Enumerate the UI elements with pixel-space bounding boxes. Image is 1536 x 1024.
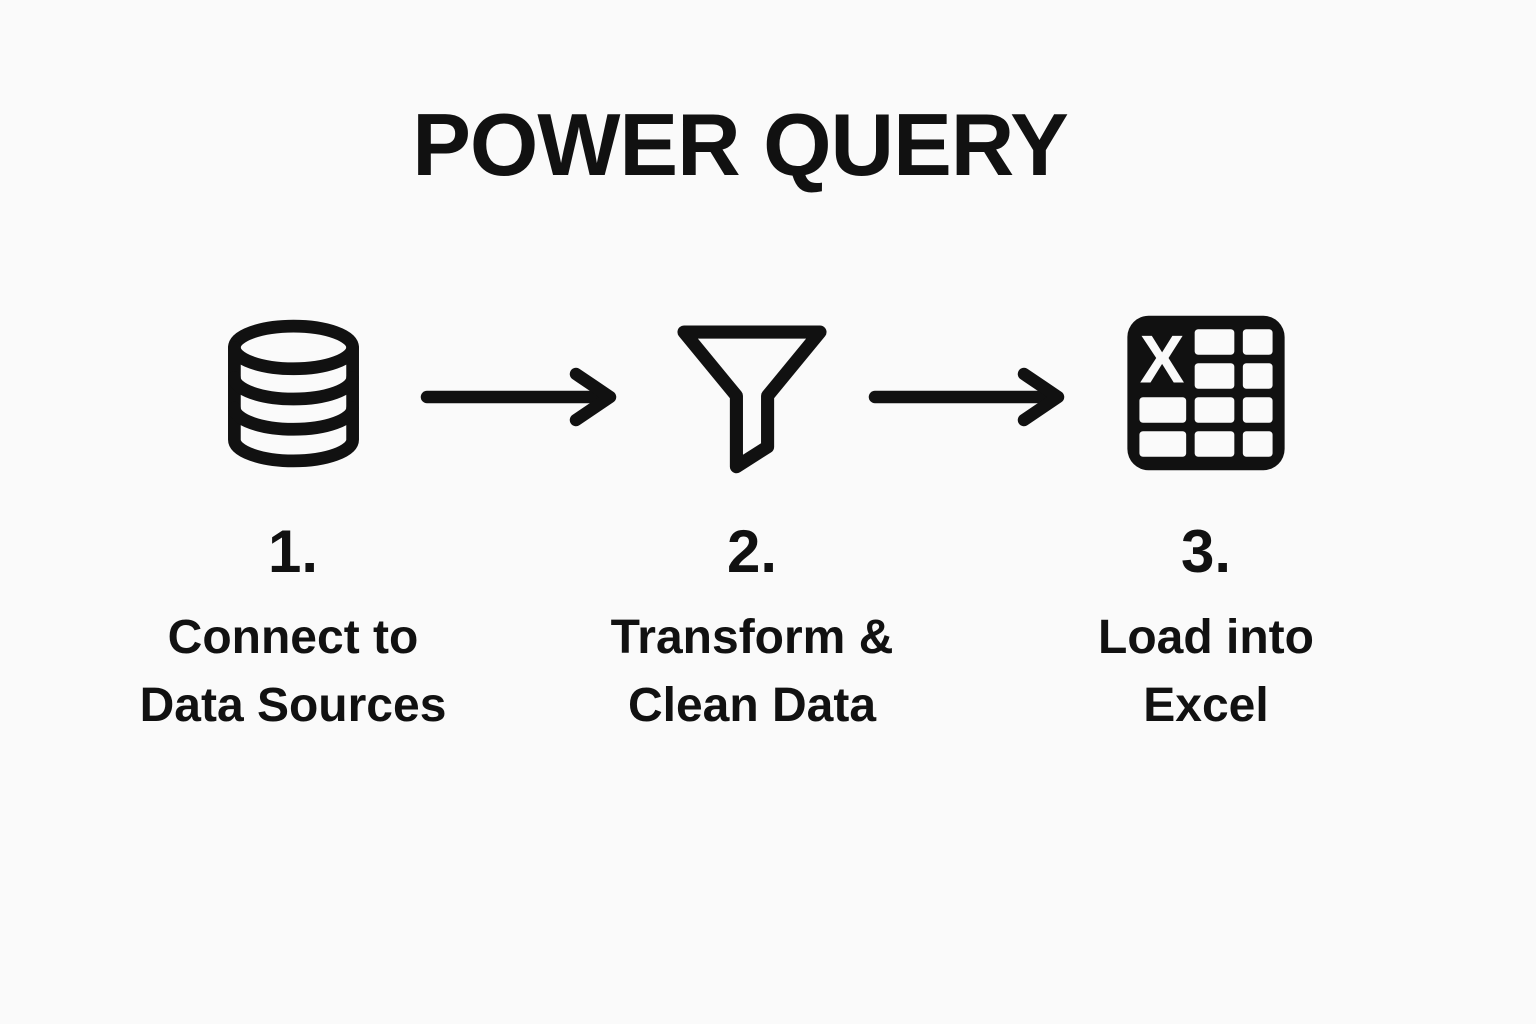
step-load-into-excel: X 3. Load into Excel — [986, 308, 1426, 740]
excel-x-letter: X — [1140, 322, 1185, 397]
step-label: Transform & Clean Data — [611, 604, 894, 740]
step-number: 3. — [1180, 518, 1232, 585]
right-arrow-icon — [868, 367, 1068, 427]
excel-grid-icon: X — [1121, 308, 1291, 478]
step-label-line: Excel — [1143, 679, 1269, 732]
right-arrow-icon — [420, 367, 620, 427]
step-label-line: Data Sources — [139, 679, 447, 732]
step-connect-to-data-sources: 1. Connect to Data Sources — [73, 308, 513, 740]
step-label-line: Connect to — [167, 611, 419, 664]
database-icon — [211, 308, 376, 478]
step-transform-clean-data: 2. Transform & Clean Data — [532, 308, 972, 740]
step-label-line: Transform & — [610, 611, 894, 664]
step-label: Connect to Data Sources — [140, 604, 447, 740]
step-number: 2. — [726, 518, 778, 585]
step-label-line: Clean Data — [627, 679, 877, 732]
funnel-icon — [667, 308, 837, 478]
step-label: Load into Excel — [1098, 604, 1314, 740]
page-title: POWER QUERY — [412, 95, 1069, 194]
step-number: 1. — [267, 518, 319, 585]
step-label-line: Load into — [1098, 611, 1314, 664]
